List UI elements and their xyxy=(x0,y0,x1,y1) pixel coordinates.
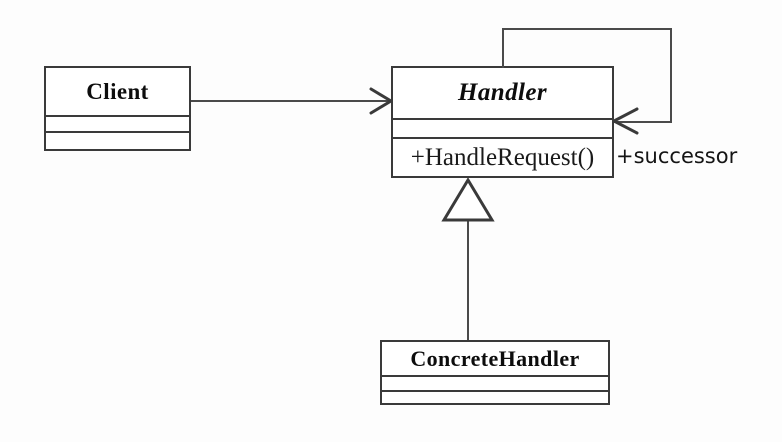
self-link-segment-down[interactable] xyxy=(670,28,672,122)
handler-attributes-compartment xyxy=(393,118,612,137)
handler-operations-compartment: +HandleRequest() xyxy=(393,137,612,176)
concrete-handler-class-name: ConcreteHandler xyxy=(410,345,580,371)
open-arrow-client-to-handler xyxy=(369,87,393,115)
concrete-handler-operations-compartment xyxy=(382,390,608,403)
successor-role-label: +successor xyxy=(616,144,738,168)
concrete-handler-name-compartment: ConcreteHandler xyxy=(382,342,608,375)
class-box-client[interactable]: Client xyxy=(44,66,191,151)
hollow-triangle-generalization xyxy=(441,177,495,222)
self-link-segment-top[interactable] xyxy=(502,28,672,30)
client-class-name: Client xyxy=(86,78,149,104)
self-link-segment-up[interactable] xyxy=(502,28,504,68)
handler-class-name: Handler xyxy=(458,79,547,106)
open-arrow-successor xyxy=(612,107,639,135)
client-attributes-compartment xyxy=(46,115,189,131)
handler-operations-text: +HandleRequest() xyxy=(410,143,595,171)
concrete-handler-attributes-compartment xyxy=(382,375,608,390)
class-box-concrete-handler[interactable]: ConcreteHandler xyxy=(380,340,610,405)
client-name-compartment: Client xyxy=(46,68,189,115)
self-link-segment-in[interactable] xyxy=(614,121,672,123)
client-operations-compartment xyxy=(46,131,189,149)
association-client-handler-line[interactable] xyxy=(191,100,391,102)
handler-name-compartment: Handler xyxy=(393,68,612,118)
generalization-line[interactable] xyxy=(467,220,469,340)
